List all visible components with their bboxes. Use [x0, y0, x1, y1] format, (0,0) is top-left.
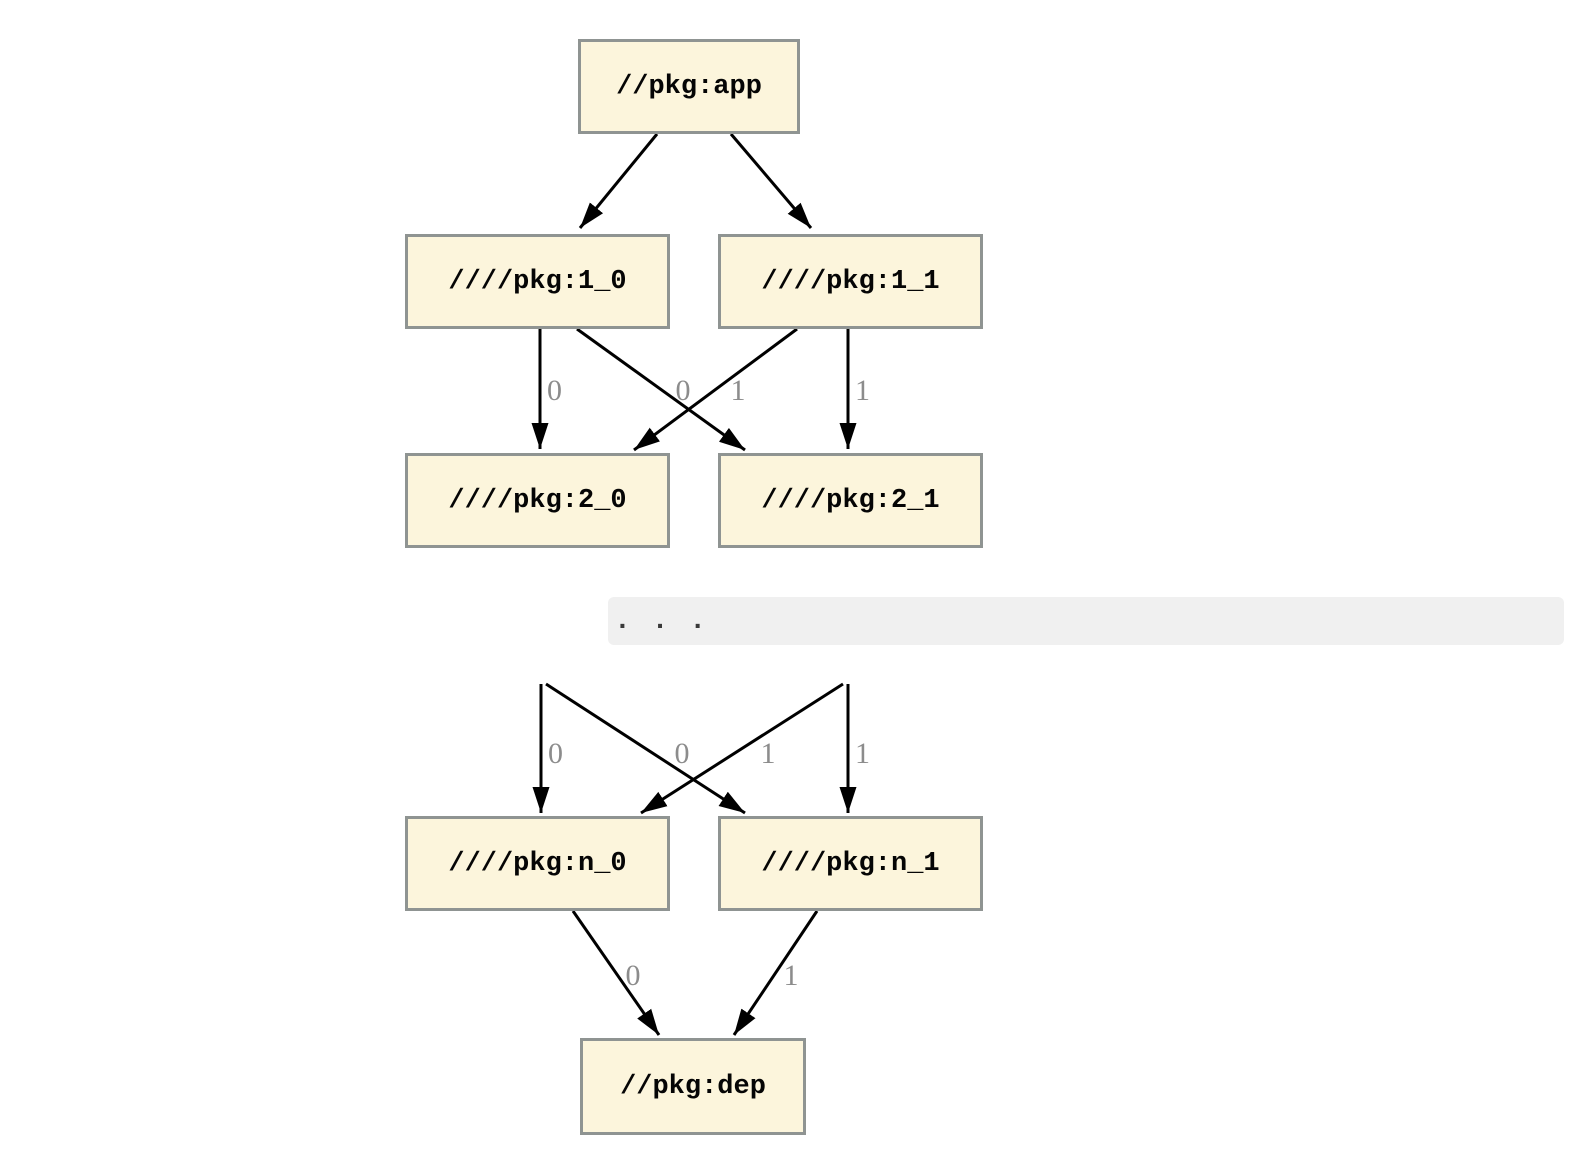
node-pkg-2_1: ////pkg:2_1	[718, 453, 983, 548]
node-pkg-n_1: ////pkg:n_1	[718, 816, 983, 911]
edge-label-1_1-to-2_1: 1	[855, 374, 870, 407]
edge-n_1-to-dep	[732, 910, 819, 1036]
edge-label-elided_1-to-n_0: 1	[761, 737, 776, 770]
edge-1_1-to-2_0	[633, 327, 798, 452]
node-pkg-1_1: ////pkg:1_1	[718, 234, 983, 329]
node-pkg-2_0: ////pkg:2_0	[405, 453, 670, 548]
edge-label-1_0-to-2_1: 0	[676, 374, 691, 407]
edge-label-elided_0-to-n_1: 0	[675, 737, 690, 770]
edge-n_0-to-dep	[571, 910, 661, 1036]
edge-label-1_1-to-2_0: 1	[731, 374, 746, 407]
edge-label-n_0-to-dep: 0	[626, 959, 641, 992]
edge-app-to-1_1	[729, 133, 813, 229]
node-pkg-1_0: ////pkg:1_0	[405, 234, 670, 329]
node-pkg-app: //pkg:app	[578, 39, 800, 134]
elided-layers-band	[608, 597, 1564, 645]
edge-label-elided_1-to-n_1: 1	[855, 737, 870, 770]
node-pkg-dep: //pkg:dep	[580, 1038, 806, 1135]
edge-elided_1-to-n_0	[640, 682, 844, 815]
node-pkg-n_0: ////pkg:n_0	[405, 816, 670, 911]
edge-label-n_1-to-dep: 1	[784, 959, 799, 992]
edge-1_0-to-2_1	[576, 327, 746, 452]
edge-elided_0-to-n_1	[545, 682, 746, 815]
ellipsis-dots: . . .	[614, 606, 709, 637]
edge-app-to-1_0	[578, 133, 659, 229]
edge-label-elided_0-to-n_0: 0	[548, 737, 563, 770]
edge-label-1_0-to-2_0: 0	[547, 374, 562, 407]
